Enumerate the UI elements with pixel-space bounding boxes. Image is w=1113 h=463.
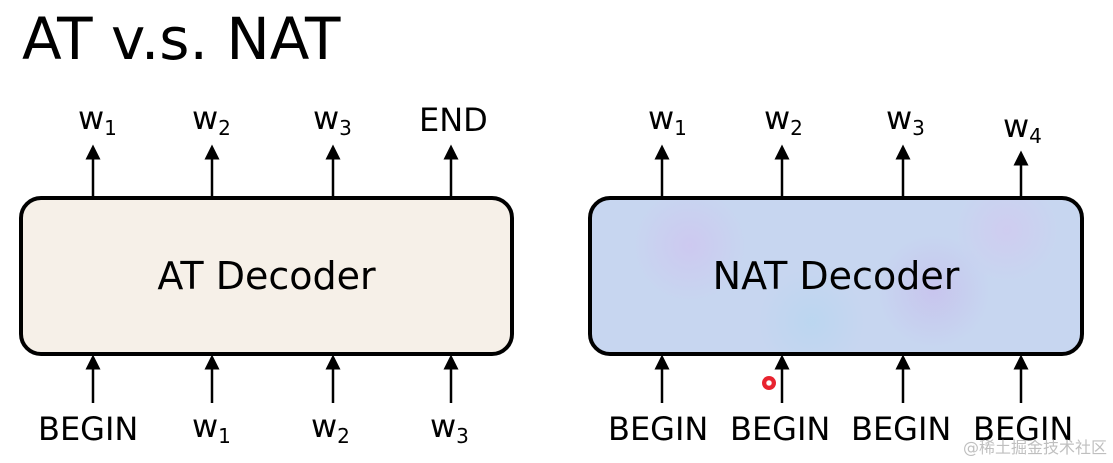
laser-pointer-dot	[762, 376, 776, 390]
nat-output-token-3: w3	[886, 99, 925, 140]
nat-decoder-box: NAT Decoder	[588, 196, 1084, 356]
nat-output-token-2: w2	[764, 99, 803, 140]
watermark: @稀土掘金技术社区	[962, 438, 1107, 457]
at-input-token-4: w3	[430, 407, 469, 448]
at-decoder-box: AT Decoder	[19, 196, 514, 356]
nat-decoder-label: NAT Decoder	[712, 254, 960, 298]
at-decoder-label: AT Decoder	[157, 254, 376, 298]
nat-input-token-3: BEGIN	[851, 410, 952, 448]
nat-input-token-1: BEGIN	[608, 410, 709, 448]
slide-title: AT v.s. NAT	[22, 5, 341, 73]
nat-input-token-4: BEGIN	[973, 410, 1074, 448]
nat-input-token-2: BEGIN	[730, 410, 831, 448]
at-output-token-3: w3	[313, 99, 352, 140]
at-output-token-2: w2	[192, 99, 231, 140]
at-output-token-1: w1	[78, 99, 117, 140]
at-input-token-3: w2	[311, 407, 350, 448]
at-input-token-1: BEGIN	[38, 410, 139, 448]
at-input-token-2: w1	[192, 407, 231, 448]
nat-output-token-1: w1	[648, 99, 687, 140]
nat-output-token-4: w4	[1003, 107, 1042, 148]
at-output-token-4: END	[419, 101, 488, 139]
